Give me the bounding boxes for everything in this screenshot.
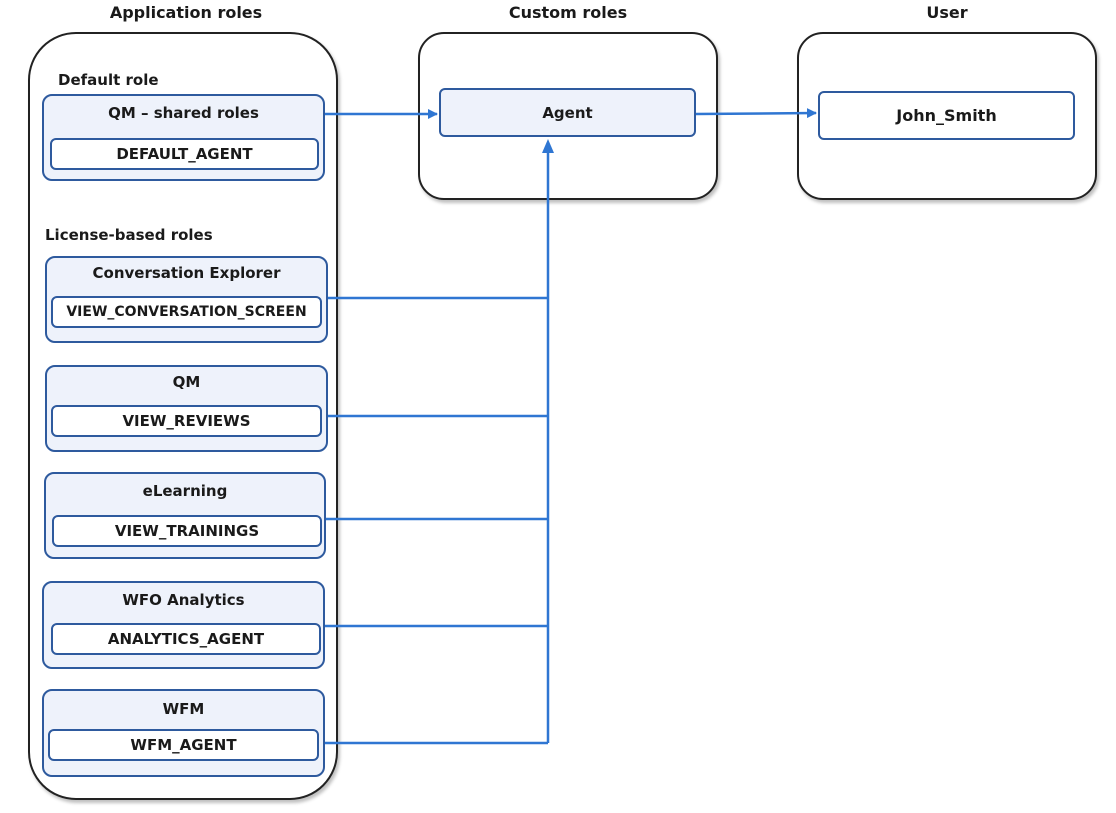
user-john-smith: John_Smith [818,91,1075,140]
license-role: VIEW_TRAININGS [52,515,322,547]
custom-role-agent: Agent [439,88,696,137]
license-group-title: eLearning [142,482,228,500]
license-group-wfo-analytics: WFO Analytics ANALYTICS_AGENT [42,581,325,669]
license-group-wfm: WFM WFM_AGENT [42,689,325,777]
license-group-title: WFM [162,700,205,718]
license-role: WFM_AGENT [48,729,319,761]
default-agent-role: DEFAULT_AGENT [50,138,319,170]
custom-roles-title: Custom roles [508,3,628,22]
license-group-elearning: eLearning VIEW_TRAININGS [44,472,326,559]
default-role-label: Default role [58,71,159,89]
license-group-conversation-explorer: Conversation Explorer VIEW_CONVERSATION_… [45,256,328,343]
default-role-group-title: QM – shared roles [108,104,259,122]
license-group-qm: QM VIEW_REVIEWS [45,365,328,452]
license-based-roles-label: License-based roles [45,226,213,244]
default-role-group: QM – shared roles DEFAULT_AGENT [42,94,325,181]
license-group-title: QM [172,373,201,391]
license-role: ANALYTICS_AGENT [51,623,321,655]
application-roles-title: Application roles [109,3,263,22]
user-title: User [926,3,968,22]
license-role: VIEW_CONVERSATION_SCREEN [51,296,322,328]
license-role: VIEW_REVIEWS [51,405,322,437]
license-group-title: Conversation Explorer [92,264,281,282]
license-group-title: WFO Analytics [122,591,245,609]
